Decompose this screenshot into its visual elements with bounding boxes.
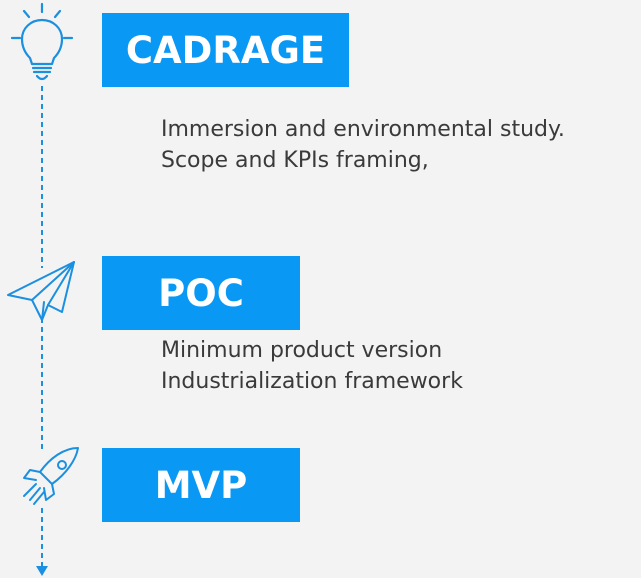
stage-title-cadrage: CADRAGE [102,13,349,87]
description-line: Immersion and environmental study. [161,117,565,142]
description-line: Scope and KPIs framing, [161,148,429,173]
stage-description-poc: Minimum product version Industrializatio… [161,335,463,397]
rocket-icon [23,447,79,505]
paper-plane-icon [7,261,75,321]
stage-title-mvp: MVP [102,448,300,522]
timeline-arrowhead [36,566,48,576]
stage-description-cadrage: Immersion and environmental study. Scope… [161,114,565,176]
stage-title-poc: POC [102,256,300,330]
description-line: Industrialization framework [161,369,463,394]
lightbulb-icon [10,2,74,81]
description-line: Minimum product version [161,338,443,363]
